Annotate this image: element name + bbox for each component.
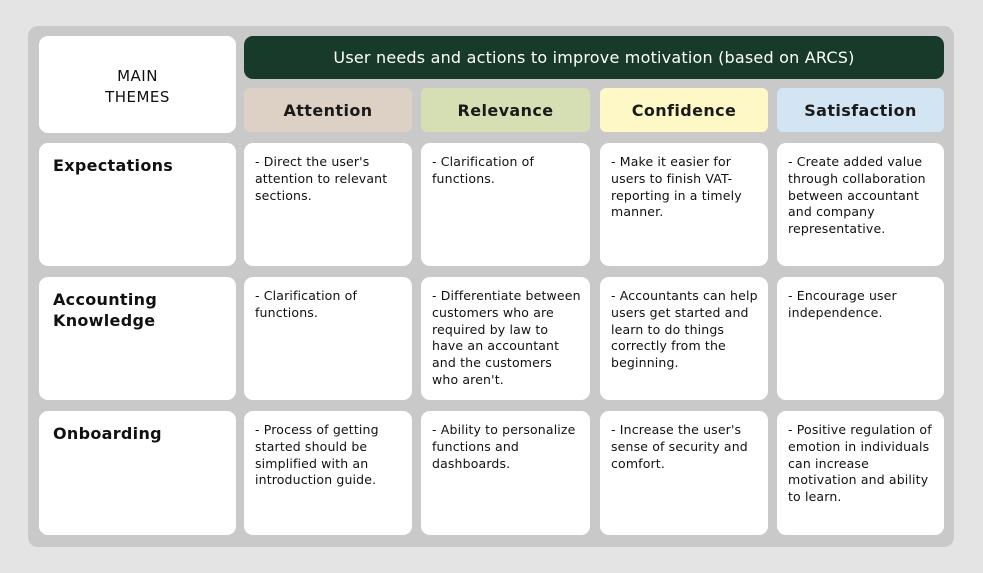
cell-accounting-relevance: - Differentiate between customers who ar… <box>421 277 590 400</box>
matrix-title-bar: User needs and actions to improve motiva… <box>244 36 944 79</box>
arcs-matrix-board: MAIN THEMES User needs and actions to im… <box>28 26 954 547</box>
row-header-accounting-knowledge: Accounting Knowledge <box>39 277 236 400</box>
cell-expectations-relevance: - Clarification of functions. <box>421 143 590 266</box>
cell-onboarding-relevance: - Ability to personalize functions and d… <box>421 411 590 535</box>
cell-accounting-confidence: - Accountants can help users get started… <box>600 277 768 400</box>
cell-onboarding-attention: - Process of getting started should be s… <box>244 411 412 535</box>
cell-accounting-attention: - Clarification of functions. <box>244 277 412 400</box>
column-header-confidence: Confidence <box>600 88 768 132</box>
column-header-relevance: Relevance <box>421 88 590 132</box>
corner-main-themes: MAIN THEMES <box>39 36 236 133</box>
cell-onboarding-satisfaction: - Positive regulation of emotion in indi… <box>777 411 944 535</box>
row-header-onboarding: Onboarding <box>39 411 236 535</box>
cell-expectations-confidence: - Make it easier for users to finish VAT… <box>600 143 768 266</box>
matrix-title: User needs and actions to improve motiva… <box>333 48 855 67</box>
row-header-expectations: Expectations <box>39 143 236 266</box>
cell-accounting-satisfaction: - Encourage user independence. <box>777 277 944 400</box>
column-header-attention: Attention <box>244 88 412 132</box>
cell-onboarding-confidence: - Increase the user's sense of security … <box>600 411 768 535</box>
cell-expectations-satisfaction: - Create added value through collaborati… <box>777 143 944 266</box>
corner-label: MAIN THEMES <box>105 66 170 106</box>
column-header-satisfaction: Satisfaction <box>777 88 944 132</box>
cell-expectations-attention: - Direct the user's attention to relevan… <box>244 143 412 266</box>
